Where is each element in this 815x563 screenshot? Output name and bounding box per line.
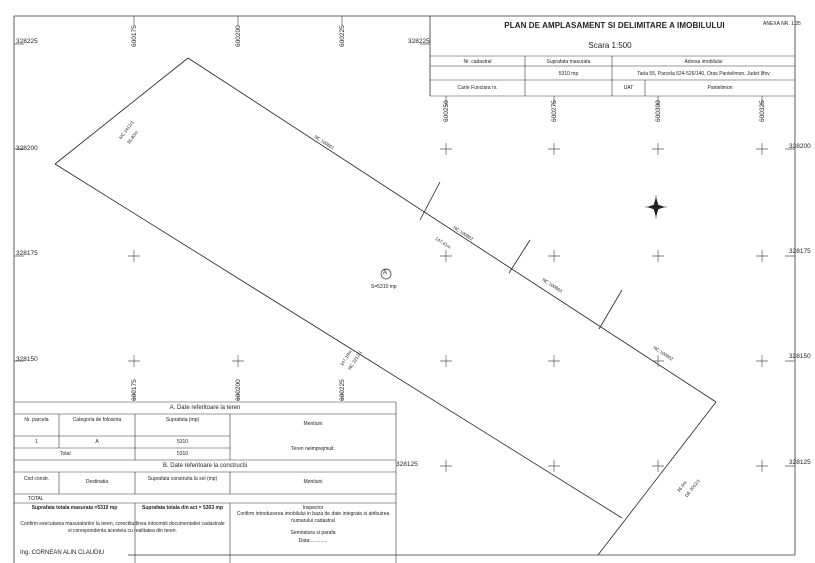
inspector-title: Inspector bbox=[302, 505, 324, 511]
table-a-header: Nr. parcela bbox=[24, 417, 49, 423]
col-nr-cadastral: Nr. cadastral bbox=[463, 59, 492, 65]
table-a-total-value: 5310 bbox=[176, 451, 189, 457]
table-a-header: Mentiuni bbox=[303, 421, 323, 427]
parcel-edge-south bbox=[54, 163, 623, 519]
table-a-cell: 5310 bbox=[176, 439, 189, 445]
date-label: Data:............ bbox=[298, 538, 328, 544]
grid-y-label: 328175 bbox=[16, 250, 38, 257]
table-b-header: Suprafata construita la sol (mp) bbox=[147, 476, 218, 482]
table-a-total-label: Total bbox=[60, 451, 71, 457]
table-a-cell: A bbox=[95, 439, 99, 445]
grid-y-label: 328150 bbox=[16, 356, 38, 363]
carte-funciara-label: Carte Funciara nr. bbox=[457, 85, 498, 91]
grid-x-label: 600225 bbox=[339, 379, 346, 401]
inspector-text: Confirm introducerea imobilului in baza … bbox=[236, 511, 390, 524]
neighbour-boundary bbox=[598, 289, 623, 330]
grid-x-label: 600250 bbox=[443, 100, 450, 122]
grid-x-label: 600325 bbox=[759, 100, 766, 122]
parcel-edge-east bbox=[597, 401, 717, 556]
grid-x-label: 600200 bbox=[235, 379, 242, 401]
table-b-header: Mentiuni bbox=[303, 479, 323, 485]
scale-label: Scara 1:500 bbox=[588, 41, 632, 50]
neighbour-boundary bbox=[508, 239, 531, 274]
parcel-letter: A bbox=[383, 270, 388, 276]
grid-x-label: 600275 bbox=[551, 100, 558, 122]
parcel-area: S=5310 mp bbox=[371, 284, 397, 290]
grid-y-label: 328200 bbox=[16, 145, 38, 152]
annex-number: ANEXA NR. 1.35 bbox=[763, 21, 801, 27]
address-value: Tarla 55, Parcela 524-526/140, Oras Pant… bbox=[637, 71, 770, 77]
parcel-marker bbox=[380, 268, 392, 280]
grid-x-label: 600225 bbox=[339, 25, 346, 47]
table-lines bbox=[14, 401, 397, 563]
grid-x-label: 600175 bbox=[131, 379, 138, 401]
grid-crosses bbox=[128, 143, 768, 472]
uat-label: UAT bbox=[623, 85, 634, 91]
table-b-total-label: TOTAL bbox=[28, 496, 44, 502]
engineer-name: Ing. CORNEAN ALIN CLAUDIU bbox=[20, 550, 105, 556]
col-suprafata: Suprafata masurata bbox=[546, 59, 591, 65]
neighbour-boundary bbox=[419, 181, 441, 221]
table-a-header: Suprafata (mp) bbox=[165, 417, 200, 423]
signature-label: Semnatura si parafa bbox=[290, 530, 336, 536]
parcel-edge-west bbox=[54, 57, 189, 165]
uat-value: Pantelimon bbox=[707, 85, 733, 91]
table-a-cell: 1 bbox=[35, 439, 38, 445]
table-b-header: Destinatia bbox=[85, 479, 109, 485]
grid-ticks bbox=[14, 16, 795, 467]
grid-y-label: 328150 bbox=[789, 353, 811, 360]
table-a-header: Categoria de folosinta bbox=[72, 417, 122, 423]
surface-value: 5310 mp bbox=[558, 71, 579, 77]
grid-x-label: 600175 bbox=[131, 25, 138, 47]
grid-y-label: 328175 bbox=[789, 248, 811, 255]
table-a-mentiuni: Teren neimprejmuit. bbox=[291, 446, 335, 452]
col-adresa: Adresa imobilului bbox=[684, 59, 723, 65]
grid-y-label: 328125 bbox=[789, 459, 811, 466]
north-arrow-icon bbox=[645, 195, 667, 219]
grid-y-label: 328125 bbox=[396, 461, 418, 468]
plan-title: PLAN DE AMPLASAMENT SI DELIMITARE A IMOB… bbox=[504, 21, 725, 30]
confirm-measurements: Confirm executarea masuratorilor la tere… bbox=[20, 521, 225, 534]
table-b-header: Cod constr. bbox=[23, 476, 50, 482]
surface-measured: Suprafata totala masurata =5310 mp bbox=[31, 505, 118, 511]
surface-act: Suprafata totala din act = 5303 mp bbox=[142, 505, 223, 511]
grid-x-label: 600300 bbox=[655, 100, 662, 122]
table-b-title: B. Date referitoare la constructii bbox=[162, 463, 248, 469]
grid-y-label: 328225 bbox=[16, 38, 38, 45]
grid-x-label: 600200 bbox=[235, 25, 242, 47]
table-a-title: A. Date referitoare la teren bbox=[169, 405, 241, 411]
grid-y-label: 328225 bbox=[408, 38, 430, 45]
parcel-edge-north bbox=[187, 57, 717, 403]
grid-y-label: 328200 bbox=[789, 143, 811, 150]
